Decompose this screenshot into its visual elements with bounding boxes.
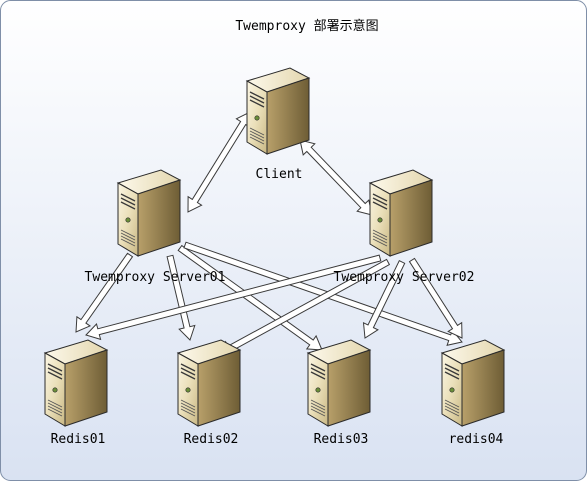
- server-icon: [307, 339, 371, 427]
- node-label: Redis02: [184, 432, 239, 447]
- server-icon: [369, 169, 433, 257]
- server-icon: [44, 339, 108, 427]
- node-redis02: Redis02: [177, 339, 241, 447]
- server-icon: [246, 67, 310, 155]
- node-proxy1: Twemproxy Server01: [85, 169, 226, 285]
- node-redis04: redis04: [441, 339, 505, 447]
- node-proxy2: Twemproxy Server02: [334, 169, 475, 285]
- node-redis03: Redis03: [307, 339, 371, 447]
- server-icon: [177, 339, 241, 427]
- server-icon: [117, 169, 181, 257]
- arrow-proxy1-redis02: [166, 254, 196, 341]
- arrow-proxy1-redis01: [75, 252, 134, 333]
- arrow-proxy2-redis03: [362, 260, 406, 339]
- node-label: Redis01: [51, 432, 106, 447]
- server-icon: [441, 339, 505, 427]
- arrow-proxy2-redis01: [85, 254, 382, 341]
- node-label: Client: [256, 167, 303, 182]
- node-label: Twemproxy Server02: [334, 270, 475, 285]
- node-label: Redis03: [314, 432, 369, 447]
- node-label: Twemproxy Server01: [85, 270, 226, 285]
- arrow-proxy2-redis04: [408, 257, 463, 339]
- arrow-proxy1-redis03: [177, 244, 323, 351]
- node-client: Client: [246, 67, 310, 182]
- node-redis01: Redis01: [44, 339, 108, 447]
- node-label: redis04: [449, 432, 504, 447]
- connection-arrows: [75, 111, 463, 357]
- diagram-title: Twemproxy 部署示意图: [235, 18, 378, 34]
